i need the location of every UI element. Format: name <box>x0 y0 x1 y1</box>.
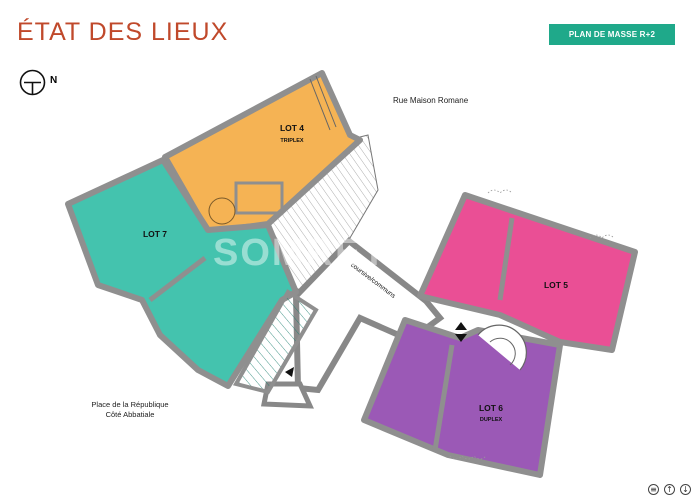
lot5-label: LOT 5 <box>544 280 568 290</box>
lot5-area <box>417 192 638 353</box>
compass-label: N <box>50 75 58 86</box>
door-marker <box>455 322 467 330</box>
lot7-label: LOT 7 <box>143 229 167 239</box>
lot6-type: DUPLEX <box>480 417 503 423</box>
lot4-spiral-stair <box>208 197 236 225</box>
lot4-inner-room <box>234 181 284 215</box>
lot7-staircase <box>232 289 319 395</box>
street-label: Rue Maison Romane <box>393 96 469 105</box>
lot6-area <box>361 317 563 478</box>
north-arrow-icon <box>19 69 46 96</box>
arrow-down-icon[interactable]: ↓ <box>680 484 691 495</box>
place-line2: Côté Abbatiale <box>105 410 155 419</box>
place-label: Place de la République Côté Abbatiale <box>75 400 185 420</box>
plan-badge[interactable]: PLAN DE MASSE R+2 <box>549 24 675 45</box>
lot4-label: LOT 4 <box>280 123 304 133</box>
stair-landing <box>260 381 314 409</box>
watermark: SOMRET <box>213 232 388 274</box>
arrow-up-icon[interactable]: ↑ <box>664 484 675 495</box>
door-marker <box>285 367 294 377</box>
place-line1: Place de la République <box>91 400 169 409</box>
page-title: ÉTAT DES LIEUX <box>17 18 229 46</box>
lot4-type: TRIPLEX <box>280 138 304 144</box>
lot6-label: LOT 6 <box>479 403 503 413</box>
door-marker <box>455 334 467 342</box>
menu-icon[interactable]: ≡ <box>648 484 659 495</box>
